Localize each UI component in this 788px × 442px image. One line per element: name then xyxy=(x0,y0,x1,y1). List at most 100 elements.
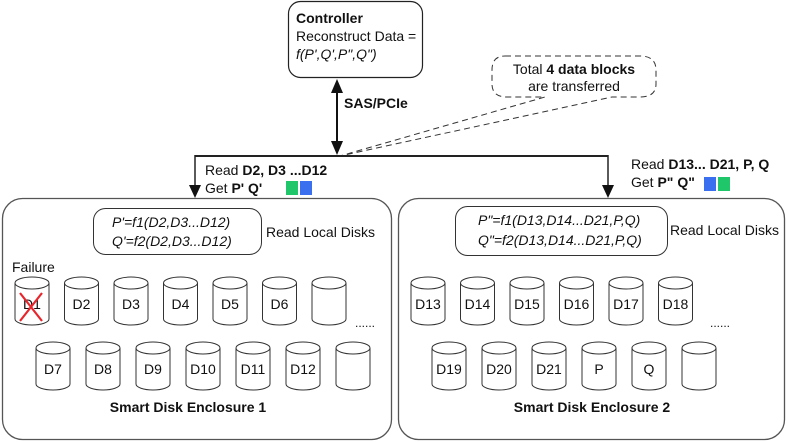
more-disks-ellipsis: ...... xyxy=(355,316,375,330)
svg-text:Read D13... D21, P, Q: Read D13... D21, P, Q xyxy=(631,156,769,172)
disk: D13 xyxy=(410,276,446,326)
disk: D4 xyxy=(163,276,198,326)
svg-text:Get P' Q': Get P' Q' xyxy=(205,180,262,196)
transfer-callout: Total 4 data blocks are transferred xyxy=(339,55,657,157)
disk-cylinder-icon xyxy=(658,276,693,326)
failure-label: Failure xyxy=(12,259,55,275)
controller-title: Controller xyxy=(296,10,363,26)
more-disks-ellipsis: ...... xyxy=(710,316,730,330)
controller-formula: f(P',Q',P",Q") xyxy=(296,46,377,62)
formula-p: P'=f1(D2,D3...D12) xyxy=(112,214,230,230)
read-local-label: Read Local Disks xyxy=(266,224,375,240)
enclosure-1: P'=f1(D2,D3...D12) Q'=f2(D2,D3...D12) Re… xyxy=(12,208,375,415)
disk-label: D13 xyxy=(415,296,441,312)
disk-label: D3 xyxy=(122,296,140,312)
formula-q: Q"=f2(D13,D14...D21,P,Q) xyxy=(478,232,642,248)
disk-cylinder-icon xyxy=(14,276,50,326)
right-branch-label: Read D13... D21, P, Q Get P" Q" xyxy=(631,156,769,191)
disk-label: D17 xyxy=(613,296,639,312)
svg-text:Read D2, D3 ...D12: Read D2, D3 ...D12 xyxy=(205,162,327,178)
disk-cylinder-icon xyxy=(285,341,321,391)
bus-connector xyxy=(189,155,614,198)
disk: D8 xyxy=(85,341,121,391)
disk-cylinder-icon xyxy=(559,276,594,326)
enclosure-2: P"=f1(D13,D14...D21,P,Q) Q"=f2(D13,D14..… xyxy=(410,206,779,415)
callout-line1: Total 4 data blocks xyxy=(513,61,635,77)
disk: D21 xyxy=(531,341,567,391)
disk-cylinder-icon xyxy=(113,276,149,326)
disk-label: D20 xyxy=(486,361,512,377)
disk: D5 xyxy=(212,276,248,326)
disk: D11 xyxy=(235,341,271,391)
disk-cylinder-icon xyxy=(410,276,446,326)
disk: P xyxy=(581,341,617,391)
failure-x-icon xyxy=(19,292,43,322)
disk: D7 xyxy=(35,341,71,391)
disk-cylinder-icon xyxy=(631,341,667,391)
disk-label: D4 xyxy=(172,296,190,312)
disk: D3 xyxy=(113,276,149,326)
enclosure-1-title: Smart Disk Enclosure 1 xyxy=(110,399,267,415)
parity-formula-box xyxy=(455,206,668,256)
disk-label: D2 xyxy=(73,296,91,312)
disk-cylinder-icon xyxy=(608,276,644,326)
arrow-up-icon xyxy=(331,79,343,93)
disk-cylinder-icon xyxy=(212,276,248,326)
disk-cylinder-icon xyxy=(311,276,347,326)
arrow-down-icon xyxy=(602,185,614,198)
controller-box: Controller Reconstruct Data = f(P',Q',P"… xyxy=(287,0,424,79)
disk-cylinder-icon xyxy=(35,341,71,391)
disk-label: D10 xyxy=(190,361,216,377)
failed-disk: D1 xyxy=(14,276,50,326)
enclosure-2-title: Smart Disk Enclosure 2 xyxy=(514,399,671,415)
parity-formula-box xyxy=(93,208,262,255)
disk: D15 xyxy=(509,276,545,326)
data-block-green xyxy=(718,177,730,191)
disk-label: D8 xyxy=(94,361,112,377)
disk-label: D11 xyxy=(241,361,266,377)
disk-cylinder-icon xyxy=(235,341,271,391)
disk-label: D21 xyxy=(536,361,562,377)
disk: Q xyxy=(631,341,667,391)
disk-cylinder-icon xyxy=(581,341,617,391)
disk-label: Q xyxy=(644,361,655,377)
disk-label: D18 xyxy=(663,296,689,312)
arrow-down-icon xyxy=(189,185,201,198)
data-block-blue xyxy=(704,177,716,191)
disk: D16 xyxy=(559,276,594,326)
left-branch-label: Read D2, D3 ...D12 Get P' Q' xyxy=(205,162,327,196)
disk-cylinder-icon xyxy=(431,341,467,391)
disk-label: D6 xyxy=(271,296,289,312)
disk: D2 xyxy=(64,276,99,326)
empty-disk xyxy=(335,341,371,391)
data-block-green xyxy=(286,181,298,195)
disk: D17 xyxy=(608,276,644,326)
disk-cylinder-icon xyxy=(531,341,567,391)
disk-cylinder-icon xyxy=(135,341,171,391)
disk-label: D16 xyxy=(564,296,590,312)
disk: D10 xyxy=(185,341,221,391)
formula-q: Q'=f2(D2,D3...D12) xyxy=(112,233,232,249)
disk-cylinder-icon xyxy=(509,276,545,326)
disk: D12 xyxy=(285,341,321,391)
disk-cylinder-icon xyxy=(481,341,517,391)
empty-disk xyxy=(681,341,717,391)
disk: D18 xyxy=(658,276,693,326)
svg-text:Get P" Q": Get P" Q" xyxy=(631,174,695,190)
formula-p: P"=f1(D13,D14...D21,P,Q) xyxy=(478,212,640,228)
read-local-label: Read Local Disks xyxy=(670,222,779,238)
sas-pcie-link: SAS/PCIe xyxy=(331,79,408,155)
controller-line1: Reconstruct Data = xyxy=(296,28,416,44)
disk: D14 xyxy=(460,276,495,326)
disk-cylinder-icon xyxy=(335,341,371,391)
disk-label: D7 xyxy=(44,361,62,377)
disk-label: D9 xyxy=(144,361,162,377)
disk-cylinder-icon xyxy=(185,341,221,391)
link-label: SAS/PCIe xyxy=(344,95,408,111)
disk-cylinder-icon xyxy=(163,276,198,326)
callout-line2: are transferred xyxy=(528,78,620,94)
disk-label: D12 xyxy=(290,361,316,377)
disk: D19 xyxy=(431,341,467,391)
arrow-down-icon xyxy=(331,141,343,155)
